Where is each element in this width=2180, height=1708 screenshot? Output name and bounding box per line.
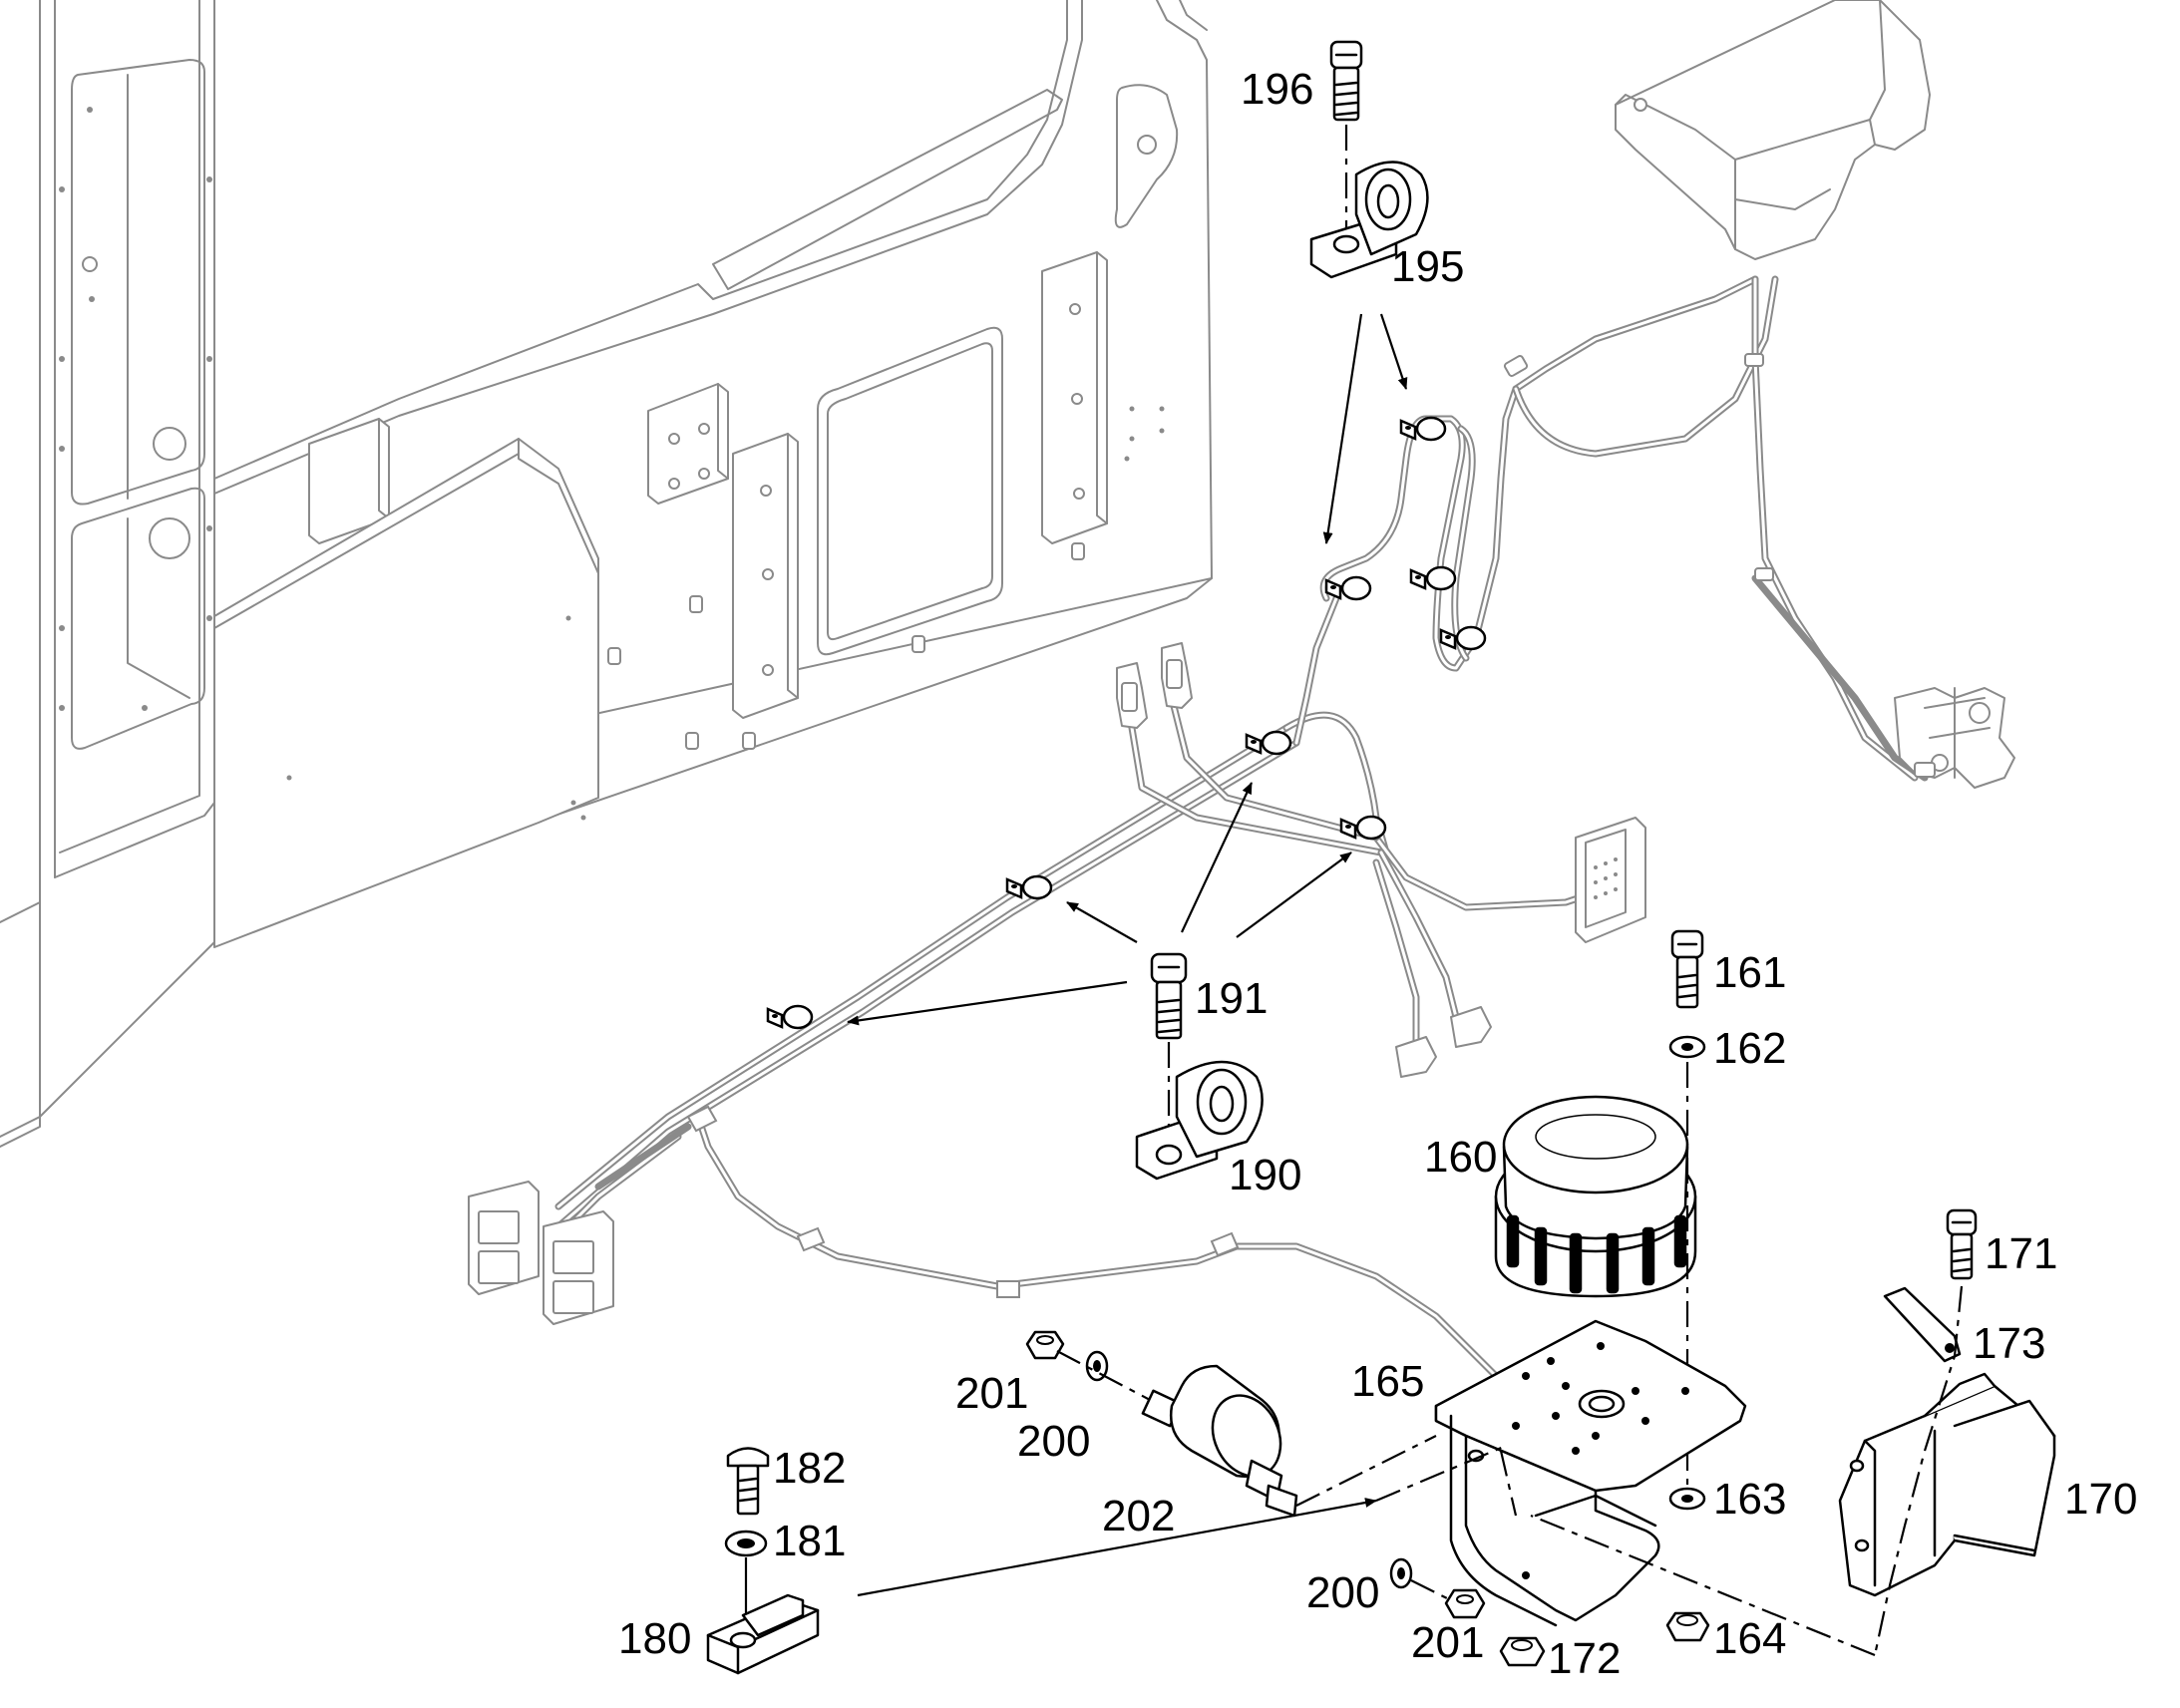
callout-173: 173 bbox=[1973, 1319, 2045, 1368]
callout-labels: 196 195 191 190 161 162 160 165 163 164 … bbox=[618, 65, 2137, 1683]
part-182-bolt bbox=[726, 1447, 770, 1516]
part-162-washer bbox=[1668, 1035, 1706, 1059]
callout-164: 164 bbox=[1713, 1614, 1786, 1663]
callout-200-upper: 200 bbox=[1017, 1417, 1090, 1466]
part-160-beacon bbox=[1494, 1095, 1697, 1298]
part-200-washer-upper bbox=[1085, 1350, 1109, 1382]
part-201-nut-lower bbox=[1444, 1588, 1486, 1619]
callout-165: 165 bbox=[1351, 1357, 1424, 1406]
part-196-screw bbox=[1329, 40, 1363, 122]
harness-connectors bbox=[468, 642, 2015, 1325]
callout-162: 162 bbox=[1713, 1024, 1786, 1073]
callout-160: 160 bbox=[1424, 1133, 1497, 1182]
callout-172: 172 bbox=[1548, 1634, 1621, 1683]
part-161-screw bbox=[1670, 929, 1704, 1009]
part-202-inline-filter bbox=[1141, 1364, 1298, 1518]
part-180-mount-block bbox=[706, 1593, 820, 1675]
callout-171: 171 bbox=[1985, 1229, 2057, 1278]
callout-190: 190 bbox=[1229, 1151, 1301, 1199]
callout-163: 163 bbox=[1713, 1475, 1786, 1524]
part-200-washer-lower bbox=[1389, 1557, 1413, 1589]
part-190-clamp bbox=[1135, 1060, 1264, 1181]
callout-181: 181 bbox=[773, 1517, 846, 1565]
callout-180: 180 bbox=[618, 1614, 691, 1663]
callout-191: 191 bbox=[1195, 974, 1268, 1023]
part-201-nut-upper bbox=[1025, 1330, 1065, 1360]
callout-182: 182 bbox=[773, 1444, 846, 1493]
part-172-nut bbox=[1499, 1636, 1546, 1667]
part-171-screw bbox=[1946, 1208, 1978, 1280]
callout-201-upper: 201 bbox=[955, 1369, 1028, 1418]
callout-170: 170 bbox=[2064, 1475, 2137, 1524]
part-164-nut bbox=[1665, 1611, 1710, 1642]
part-170-shroud bbox=[1838, 1372, 2056, 1597]
harness-ties bbox=[686, 353, 1936, 1298]
part-165-bracket bbox=[1434, 1319, 1747, 1627]
mounting-bracket-top-right bbox=[1615, 0, 1931, 260]
callout-161: 161 bbox=[1713, 948, 1786, 997]
part-191-screw bbox=[1150, 952, 1188, 1040]
wiring-harness bbox=[554, 275, 1929, 1380]
leader-lines bbox=[847, 313, 1408, 1597]
callout-200-lower: 200 bbox=[1306, 1568, 1379, 1617]
cabin-rear-panel bbox=[0, 0, 1213, 1148]
part-181-washer bbox=[724, 1530, 768, 1557]
part-173-clip bbox=[1883, 1286, 1962, 1363]
callout-202: 202 bbox=[1102, 1492, 1175, 1540]
part-163-washer bbox=[1668, 1487, 1706, 1511]
callout-196: 196 bbox=[1241, 65, 1313, 114]
callout-201-lower: 201 bbox=[1411, 1618, 1484, 1667]
callout-195: 195 bbox=[1391, 242, 1464, 291]
part-195-clamp bbox=[1309, 161, 1429, 279]
